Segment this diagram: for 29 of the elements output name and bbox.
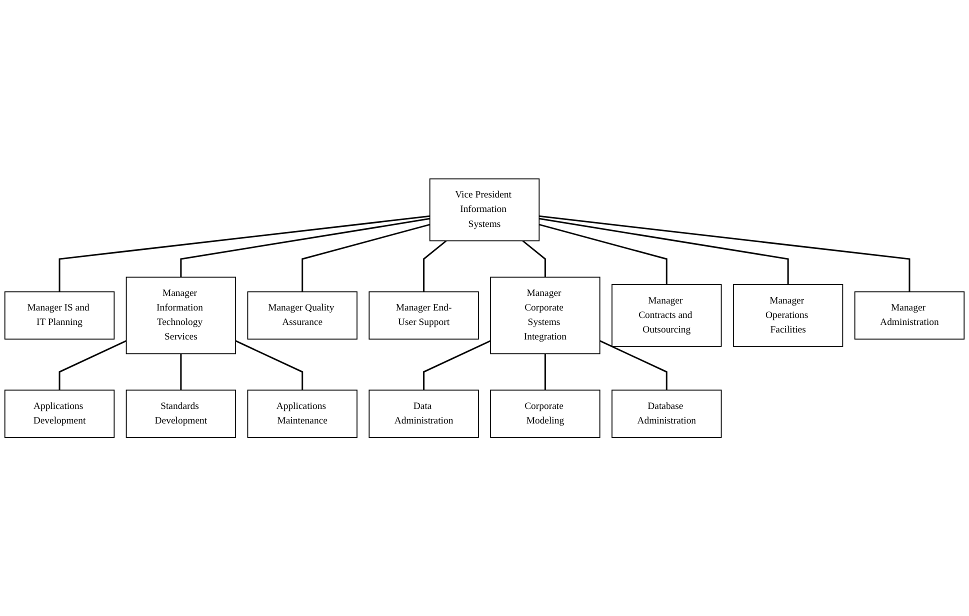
connector bbox=[539, 215, 910, 292]
node-box: Standards Development bbox=[126, 390, 236, 438]
connector bbox=[180, 218, 430, 278]
node-box: Applications Development bbox=[4, 390, 115, 438]
connector bbox=[544, 354, 546, 390]
connector bbox=[538, 224, 668, 284]
connector bbox=[522, 240, 546, 278]
connector bbox=[600, 340, 668, 390]
node-box: Corporate Modeling bbox=[490, 390, 600, 438]
connector bbox=[58, 340, 127, 390]
node-box: Manager Administration bbox=[854, 291, 965, 340]
node-box: Manager Information Technology Services bbox=[126, 276, 236, 354]
node-box: Manager Quality Assurance bbox=[247, 291, 358, 340]
node-box: Manager IS and IT Planning bbox=[4, 291, 115, 340]
node-box: Manager Corporate Systems Integration bbox=[490, 276, 600, 354]
node-box: Data Administration bbox=[368, 390, 479, 438]
connector bbox=[423, 240, 447, 292]
connector bbox=[302, 224, 430, 292]
node-box: Manager Operations Facilities bbox=[732, 284, 844, 347]
connector bbox=[58, 215, 430, 292]
connector bbox=[235, 340, 304, 390]
node-box: Manager Contracts and Outsourcing bbox=[612, 284, 722, 347]
node-box: Manager End-User Support bbox=[368, 291, 479, 340]
node-box: Vice President Information Systems bbox=[429, 178, 540, 242]
connector bbox=[180, 354, 182, 390]
connector bbox=[539, 218, 789, 284]
connector bbox=[423, 340, 491, 390]
node-box: Database Administration bbox=[612, 390, 722, 438]
node-box: Applications Maintenance bbox=[247, 390, 358, 438]
